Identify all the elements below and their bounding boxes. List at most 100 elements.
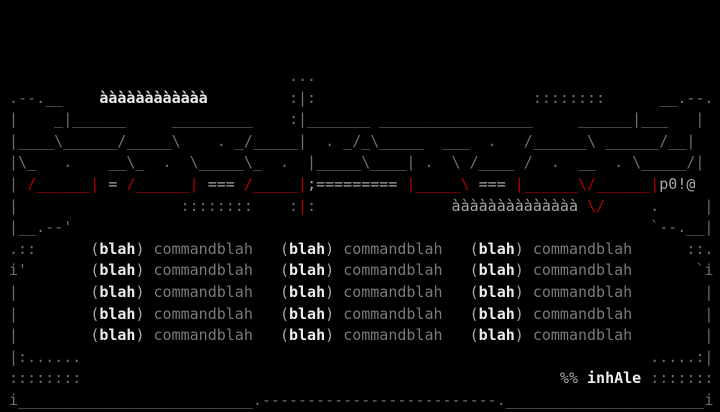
ascii-art-segment: |: [298, 196, 308, 215]
spacer: [443, 305, 470, 323]
paren-close: ): [135, 282, 154, 301]
ascii-art-segment: :::::::: [641, 369, 714, 388]
paren-open: (: [469, 326, 479, 345]
command-row: i' (blah) commandblah (blah) commandblah…: [0, 260, 713, 282]
paren-open: (: [279, 282, 289, 301]
ascii-art-segment: . |: [605, 196, 714, 215]
command-key: blah: [289, 239, 326, 258]
paren-close: ): [325, 326, 344, 345]
command-label: commandblah: [532, 239, 633, 258]
command-item[interactable]: (blah) commandblah: [90, 261, 253, 279]
ascii-art-segment: [578, 197, 587, 215]
command-key: blah: [99, 304, 136, 323]
command-item[interactable]: (blah) commandblah: [280, 326, 443, 344]
ascii-art-segment: |:...... .....:|: [0, 347, 714, 366]
command-item[interactable]: (blah) commandblah: [90, 305, 253, 323]
command-label: commandblah: [153, 282, 253, 301]
ascii-art-row: ...: [0, 66, 713, 88]
command-key: blah: [289, 304, 326, 323]
ascii-art-row: |____\______/_____\ . _/_____| . _/_\___…: [0, 131, 713, 153]
border-left: |: [0, 326, 91, 345]
command-item[interactable]: (blah) commandblah: [280, 261, 443, 279]
ascii-art-segment: ::::::::: [0, 369, 560, 388]
border-right: `i: [632, 261, 714, 280]
command-label: commandblah: [532, 304, 633, 323]
command-key: blah: [99, 239, 136, 258]
paren-close: ): [514, 261, 533, 280]
border-right: ::.: [632, 239, 714, 258]
command-row: | (blah) commandblah (blah) commandblah …: [0, 282, 713, 304]
command-key: blah: [478, 261, 515, 280]
command-item[interactable]: (blah) commandblah: [470, 305, 633, 323]
terminal-screen: ... .--.__ àààààààààààà :|: :::::::: __.…: [0, 66, 713, 412]
command-label: commandblah: [532, 326, 633, 345]
command-item[interactable]: (blah) commandblah: [470, 283, 633, 301]
paren-close: ): [325, 304, 344, 323]
command-row: | (blah) commandblah (blah) commandblah …: [0, 325, 713, 347]
spacer: [253, 261, 280, 279]
command-key: blah: [289, 261, 326, 280]
command-item[interactable]: (blah) commandblah: [470, 240, 633, 258]
command-label: commandblah: [153, 304, 253, 323]
ascii-art-row: | :::::::: :|: àààààààààààààà \/ . |: [0, 196, 713, 218]
ascii-art-segment: \/: [587, 196, 606, 215]
ascii-art-segment: àààààààààààààà: [451, 196, 578, 215]
ascii-art-segment: :: [307, 196, 452, 215]
command-label: commandblah: [343, 282, 443, 301]
ascii-art-segment: |: [0, 174, 28, 193]
paren-open: (: [279, 304, 289, 323]
ascii-art-segment: ===: [469, 174, 515, 193]
paren-open: (: [279, 261, 289, 280]
command-item[interactable]: (blah) commandblah: [470, 326, 633, 344]
command-key: blah: [478, 282, 515, 301]
ascii-art-row: :::::::: %% inhAle :::::::: [0, 368, 713, 390]
ascii-art-row: i__________________________.------------…: [0, 390, 713, 412]
ascii-art-segment: inhAle: [587, 369, 642, 388]
command-key: blah: [99, 261, 136, 280]
ascii-art-segment: ===: [198, 174, 244, 193]
spacer: [443, 326, 470, 344]
ascii-art-segment: |______\/______|: [514, 174, 660, 193]
command-label: commandblah: [153, 239, 253, 258]
paren-close: ): [514, 326, 533, 345]
command-item[interactable]: (blah) commandblah: [280, 305, 443, 323]
command-item[interactable]: (blah) commandblah: [90, 283, 253, 301]
ascii-art-segment: /_____|: [243, 174, 308, 193]
ascii-art-row: | /______| = /______| === /_____|;======…: [0, 174, 713, 196]
ascii-art-segment: /______|: [27, 174, 100, 193]
spacer: [253, 283, 280, 301]
spacer: [253, 326, 280, 344]
border-left: .::: [0, 239, 91, 258]
paren-open: (: [469, 239, 479, 258]
ascii-art-segment: =: [99, 174, 127, 193]
border-left: |: [0, 282, 91, 301]
paren-open: (: [469, 261, 479, 280]
ascii-art-segment: àààààààààààà: [99, 88, 208, 107]
spacer: [443, 240, 470, 258]
paren-open: (: [90, 282, 100, 301]
ascii-art-segment: |__.--' `--.__|: [0, 218, 714, 237]
command-item[interactable]: (blah) commandblah: [90, 240, 253, 258]
command-item[interactable]: (blah) commandblah: [280, 283, 443, 301]
command-key: blah: [289, 326, 326, 345]
ascii-art-row: |\_ . __\_ . \_____\_ . |_____\____| . \…: [0, 152, 713, 174]
command-item[interactable]: (blah) commandblah: [470, 261, 633, 279]
ascii-art-segment: [578, 369, 587, 387]
ascii-art-segment: %%: [559, 369, 578, 388]
border-right: |: [632, 282, 714, 301]
command-key: blah: [478, 304, 515, 323]
spacer: [253, 305, 280, 323]
paren-open: (: [90, 326, 100, 345]
command-label: commandblah: [343, 304, 443, 323]
command-key: blah: [478, 326, 515, 345]
command-label: commandblah: [153, 326, 253, 345]
command-label: commandblah: [153, 261, 253, 280]
paren-close: ): [325, 261, 344, 280]
command-label: commandblah: [532, 282, 633, 301]
paren-open: (: [279, 239, 289, 258]
ascii-art-segment: p0!@: [659, 174, 696, 193]
paren-close: ): [514, 239, 533, 258]
command-item[interactable]: (blah) commandblah: [280, 240, 443, 258]
command-item[interactable]: (blah) commandblah: [90, 326, 253, 344]
ascii-art-segment: i__________________________.------------…: [0, 390, 714, 409]
